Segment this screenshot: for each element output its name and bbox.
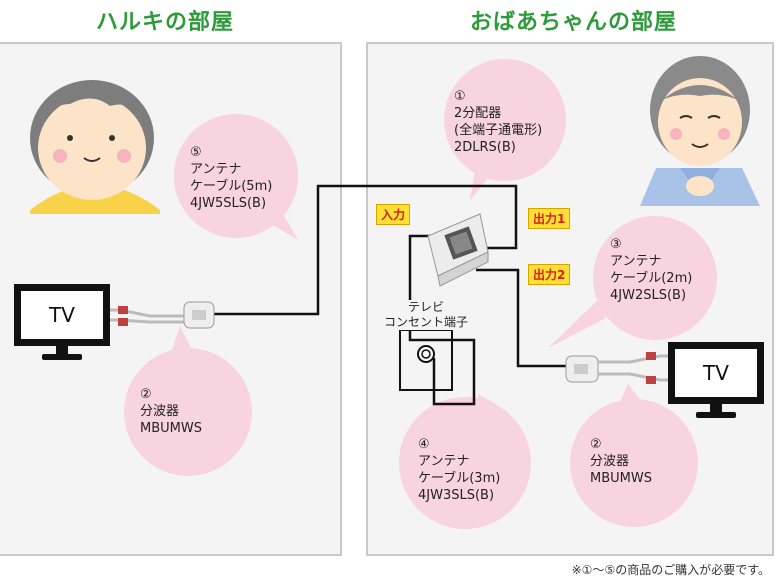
right-tv: TV	[668, 342, 768, 422]
bubble-diplexer-right-shape	[570, 384, 698, 527]
bubble-number: ②	[590, 437, 602, 452]
right-diplexer-device	[565, 352, 672, 384]
left-tv-screen: TV	[14, 284, 110, 346]
output1-tag: 出力1	[528, 208, 571, 229]
bubble-line: ケーブル(2m)	[610, 271, 693, 286]
outlet-label: テレビ コンセント端子	[370, 300, 482, 330]
bubble-cable-5m: ⑤ アンテナ ケーブル(5m) 4JW5SLS(B)	[190, 144, 272, 212]
right-room-title: おばあちゃんの部屋	[470, 10, 678, 35]
right-tv-screen: TV	[668, 342, 764, 404]
input-tag: 入力	[376, 204, 411, 225]
bubble-line: MBUMWS	[140, 421, 202, 436]
cable-2m	[476, 268, 568, 368]
left-tv-neck	[56, 346, 68, 354]
bubble-cable-2m: ③ アンテナ ケーブル(2m) 4JW2SLS(B)	[610, 236, 692, 304]
bubble-number: ③	[610, 237, 622, 252]
bubble-line: 2DLRS(B)	[454, 140, 516, 155]
bubble-line: アンテナ	[190, 162, 242, 177]
bubble-cable-3m-shape	[399, 394, 531, 529]
bubble-diplexer-right: ② 分波器 MBUMWS	[590, 436, 652, 487]
footnote: ※①〜⑤の商品のご購入が必要です。	[571, 563, 770, 577]
bubble-line: 分波器	[590, 454, 630, 469]
right-tv-base	[696, 412, 736, 418]
outlet-label-line2: コンセント端子	[383, 315, 468, 329]
bubble-number: ①	[454, 89, 466, 104]
left-tv-label: TV	[49, 303, 75, 327]
bubble-cable-5m-shape	[174, 114, 298, 240]
bubble-diplexer-left-shape	[124, 326, 252, 476]
cable-5m	[214, 184, 518, 316]
bubble-number: ⑤	[190, 145, 202, 160]
bubble-diplexer-left: ② 分波器 MBUMWS	[140, 386, 202, 437]
bubble-cable-3m: ④ アンテナ ケーブル(3m) 4JW3SLS(B)	[418, 436, 500, 504]
grandmother-character	[640, 56, 760, 206]
bubble-splitter: ① 2分配器 (全端子通電形) 2DLRS(B)	[454, 88, 542, 156]
bubble-number: ②	[140, 387, 152, 402]
bubble-line: ケーブル(3m)	[418, 471, 501, 486]
right-tv-neck	[710, 404, 722, 412]
wall-outlet-device	[399, 329, 453, 391]
left-tv: TV	[14, 284, 114, 364]
bubble-line: 2分配器	[454, 106, 502, 121]
splitter-device	[427, 213, 489, 287]
outlet-label-line1: テレビ	[407, 300, 444, 314]
left-room-title: ハルキの部屋	[96, 10, 235, 35]
bubble-cable-2m-shape	[548, 216, 717, 348]
bubble-line: MBUMWS	[590, 471, 652, 486]
right-tv-label: TV	[703, 361, 729, 385]
bubble-line: 4JW5SLS(B)	[190, 196, 267, 211]
left-tv-base	[42, 354, 82, 360]
bubble-line: アンテナ	[418, 454, 470, 469]
bubble-line: (全端子通電形)	[454, 123, 543, 138]
bubble-line: アンテナ	[610, 254, 662, 269]
haruki-character	[30, 80, 160, 214]
cable-3m	[408, 234, 476, 406]
bubble-line: ケーブル(5m)	[190, 179, 273, 194]
output2-tag: 出力2	[528, 264, 571, 285]
bubble-line: 4JW2SLS(B)	[610, 288, 687, 303]
bubble-number: ④	[418, 437, 430, 452]
bubble-line: 分波器	[140, 404, 180, 419]
bubble-line: 4JW3SLS(B)	[418, 488, 495, 503]
